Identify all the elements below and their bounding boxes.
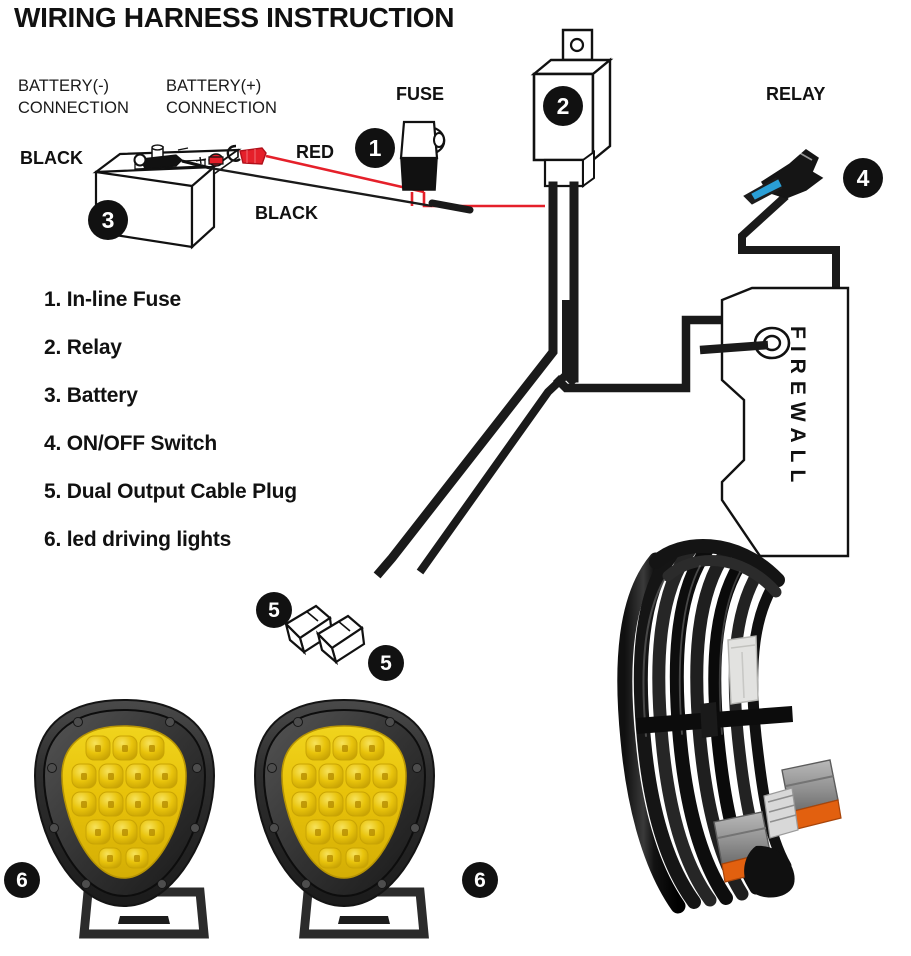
red-wire [265,154,545,208]
red-ring-connector-body [239,147,267,165]
battery-negative-label-line2: CONNECTION [18,98,129,117]
battery-negative-label: BATTERY(-) CONNECTION [18,76,129,120]
black-wire-from-battery [209,166,474,214]
black-wire-label-bottom: BLACK [255,203,318,223]
legend-item: 6. led driving lights [44,528,232,551]
fuse-label: FUSE [396,84,445,104]
dt-connector-lower [713,811,774,883]
legend-list: 1. In-line Fuse 2. Relay 3. Battery 4. O… [44,288,297,576]
led-driving-light-left [33,698,216,939]
battery-positive-label-line2: CONNECTION [166,98,277,117]
main-harness-cables [373,181,579,579]
relay-label: RELAY [766,84,826,104]
badge-plug-right: 5 [368,645,404,681]
legend-item: 5. Dual Output Cable Plug [44,480,297,503]
inline-fuse-illustration [399,120,446,191]
coiled-harness-photo [617,538,842,914]
black-wire-label-left: BLACK [20,148,83,168]
harness-branch-left [416,300,570,575]
dt-connector-upper [781,759,842,831]
onoff-switch-connector [743,149,824,205]
legend-item: 4. ON/OFF Switch [44,432,217,455]
badge-relay: 2 [543,86,583,126]
page-title: WIRING HARNESS INSTRUCTION [14,2,455,33]
metal-pin-connector [763,787,799,839]
legend-item: 3. Battery [44,384,138,407]
dual-output-plug-left [283,604,334,656]
harness-branch-firewall [552,315,774,393]
badge-plug-left: 5 [256,592,292,628]
led-driving-light-right [253,698,436,939]
legend-item: 2. Relay [44,336,122,359]
firewall-panel [720,286,850,558]
red-wire-label: RED [296,142,335,162]
firewall-label: FIREWALL [786,326,809,490]
battery-negative-label-line1: BATTERY(-) [18,77,110,95]
legend-item: 1. In-line Fuse [44,288,182,311]
battery-positive-ring-terminal [226,144,241,162]
battery-positive-label-line1: BATTERY(+) [166,77,262,95]
battery-positive-label: BATTERY(+) CONNECTION [166,76,277,120]
badge-light-left: 6 [4,862,40,898]
badge-switch: 4 [843,158,883,198]
badge-battery: 3 [88,200,128,240]
cable-through-grommet [699,340,769,355]
badge-fuse: 1 [355,128,395,168]
badge-light-right: 6 [462,862,498,898]
dual-output-plug-right [315,614,366,666]
